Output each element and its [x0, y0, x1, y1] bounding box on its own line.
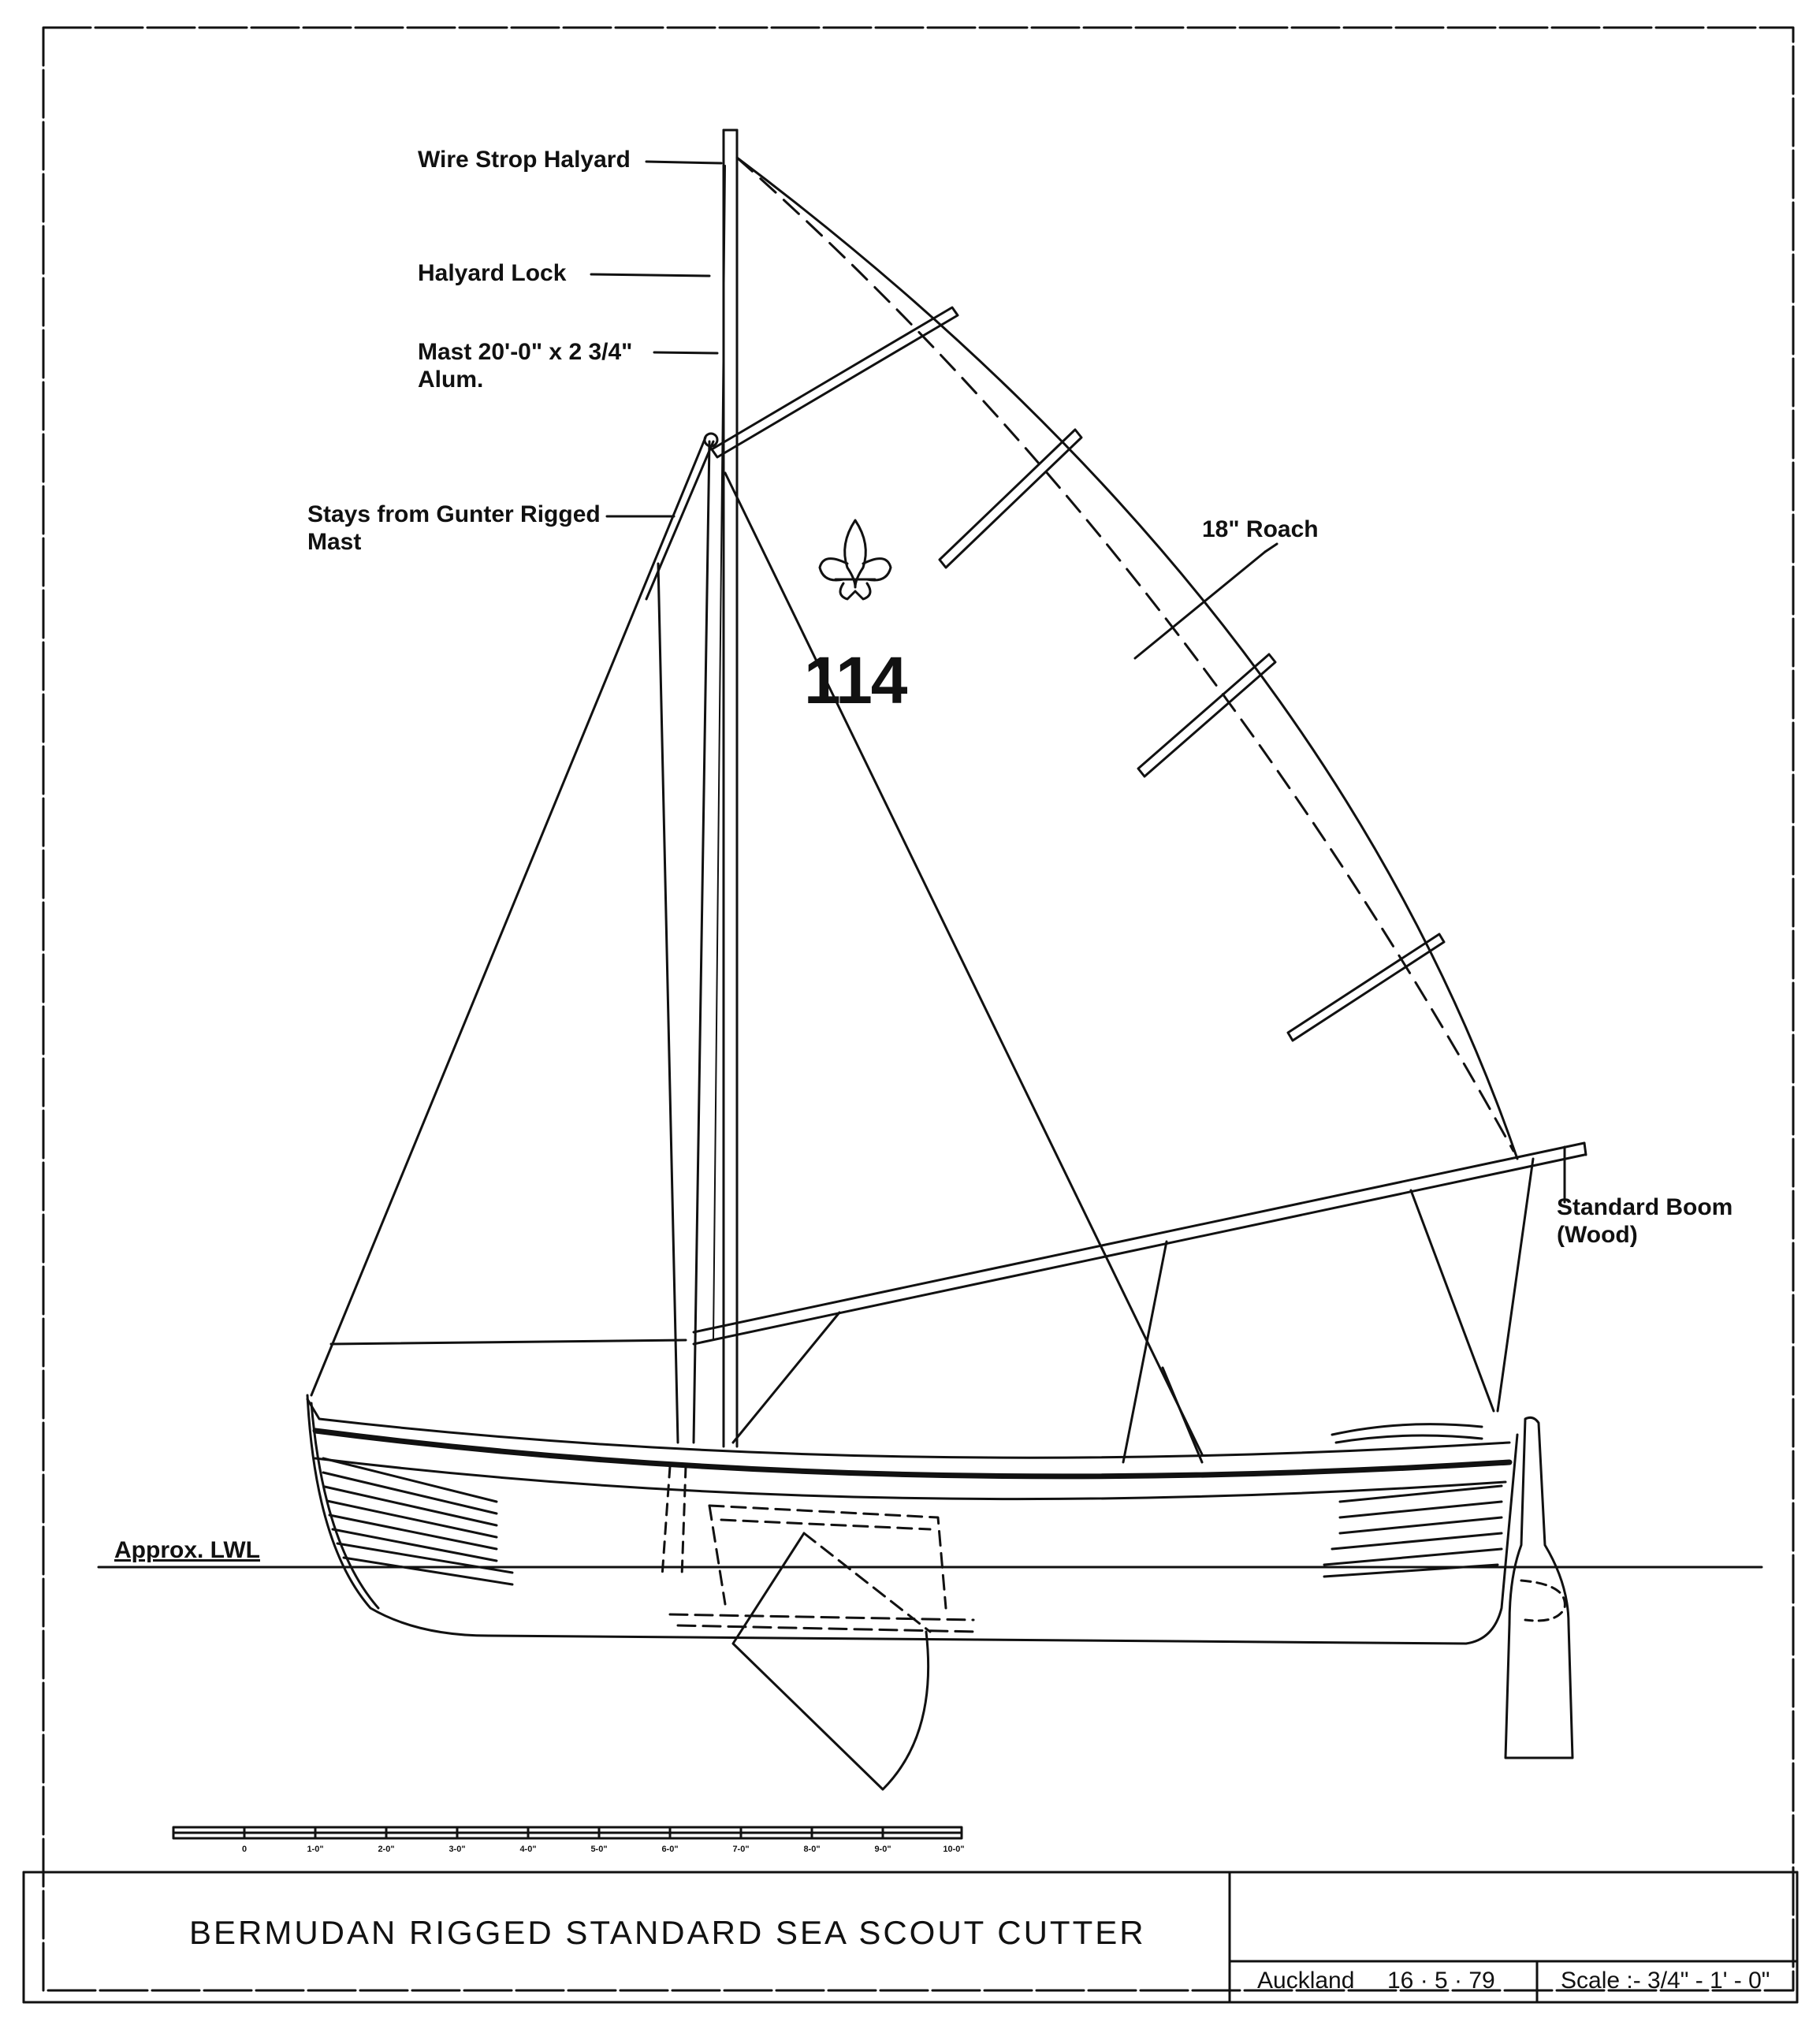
battens — [710, 306, 1446, 1042]
boom — [692, 1141, 1587, 1346]
scale-tick-label: 3-0" — [448, 1845, 466, 1854]
label-boom-line1: Standard Boom — [1557, 1194, 1733, 1220]
label-mast: Mast 20'-0" x 2 3/4" Alum. — [418, 339, 632, 393]
label-stays: Stays from Gunter Rigged Mast — [307, 501, 601, 556]
mast — [722, 128, 739, 1448]
hull — [306, 1394, 1519, 1645]
scale-tick-label: 5-0" — [590, 1845, 608, 1854]
drawing-border — [42, 26, 1795, 1992]
label-boom-line2: (Wood) — [1557, 1221, 1638, 1248]
label-lwl: Approx. LWL — [114, 1537, 260, 1563]
scale-tick-label: 6-0" — [661, 1845, 679, 1854]
label-mast-line1: Mast 20'-0" x 2 3/4" — [418, 339, 633, 365]
scale-tick-label: 4-0" — [519, 1845, 537, 1854]
bow-planking — [322, 1457, 514, 1586]
title-block-frame — [22, 1871, 1799, 2004]
sheets — [731, 1157, 1535, 1464]
label-roach: 18" Roach — [1202, 516, 1319, 542]
sail-number: 114 — [804, 643, 908, 717]
title-block-location: Auckland — [1257, 1968, 1355, 1994]
label-stays-line2: Mast — [307, 528, 362, 555]
jib — [310, 432, 719, 1444]
mainsail — [713, 156, 1519, 1341]
title-block-scale: Scale :- 3/4" - 1' - 0" — [1561, 1968, 1770, 1994]
label-standard-boom: Standard Boom (Wood) — [1557, 1194, 1733, 1249]
scale-tick-label: 1-0" — [307, 1845, 324, 1854]
scale-tick-label: 10-0" — [943, 1845, 965, 1854]
stern-planking — [1323, 1484, 1503, 1578]
scale-tick-label: 8-0" — [803, 1845, 821, 1854]
label-wire-strop-halyard: Wire Strop Halyard — [418, 147, 631, 173]
drawing-title: BERMUDAN RIGGED STANDARD SEA SCOUT CUTTE… — [189, 1914, 1146, 1951]
label-halyard-lock: Halyard Lock — [418, 260, 567, 286]
label-mast-line2: Alum. — [418, 366, 484, 393]
callout-leaders — [590, 160, 1566, 1204]
centreboard — [661, 1465, 979, 1791]
scale-tick-label: 2-0" — [378, 1845, 395, 1854]
title-block-date: 16 · 5 · 79 — [1387, 1968, 1495, 1994]
rudder — [1504, 1416, 1574, 1759]
scale-bar — [172, 1826, 963, 1840]
label-stays-line1: Stays from Gunter Rigged — [307, 501, 601, 527]
fleur-de-lis-icon — [818, 519, 892, 601]
scale-tick-label: 7-0" — [732, 1845, 750, 1854]
scale-tick-label: 0 — [241, 1845, 248, 1854]
roach-leader — [1133, 550, 1267, 660]
scale-tick-label: 9-0" — [874, 1845, 891, 1854]
shroud — [724, 471, 1204, 1456]
